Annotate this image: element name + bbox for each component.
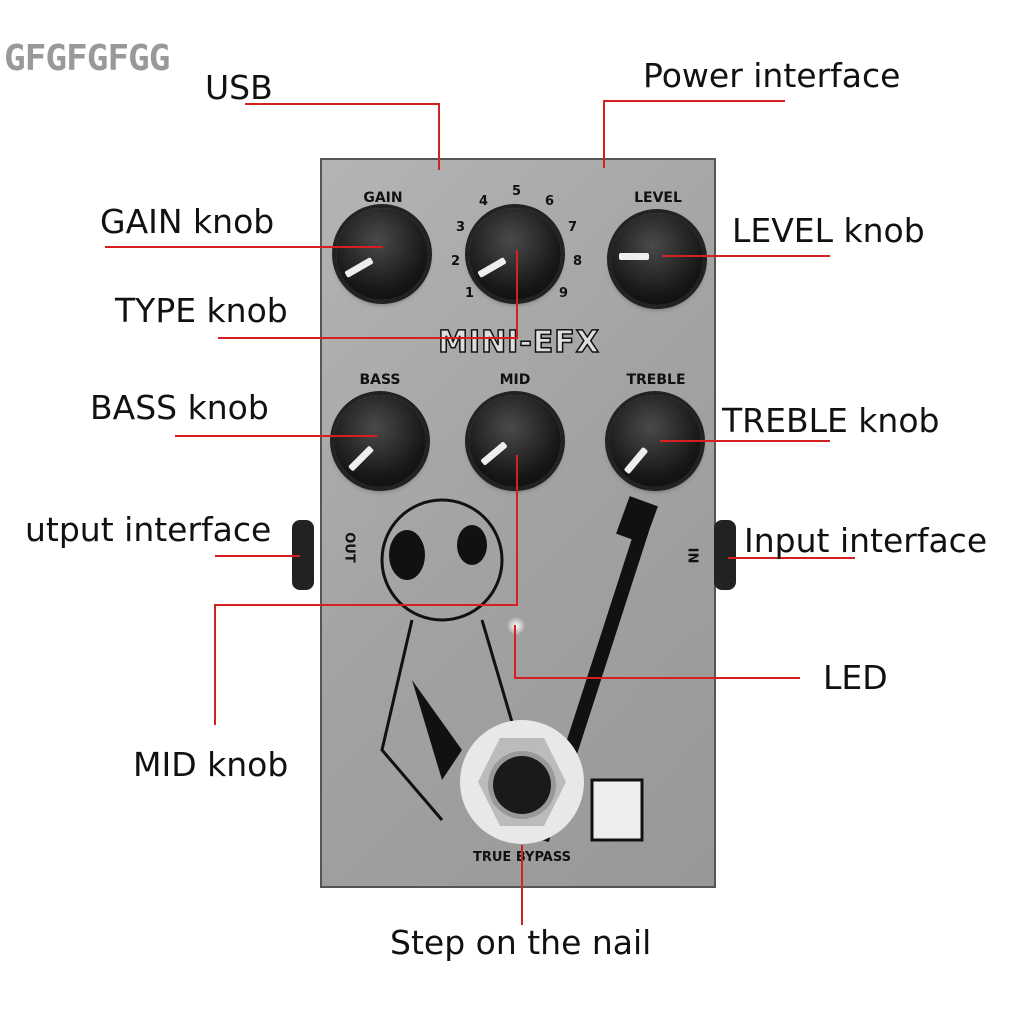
- leader-line: [660, 440, 830, 442]
- callout-level: LEVEL knob: [732, 211, 925, 250]
- gain-knob[interactable]: [336, 208, 428, 300]
- mid-label: MID: [499, 372, 531, 388]
- leader-line: [214, 604, 518, 606]
- leader-line: [218, 337, 518, 339]
- type-scale-mark: 2: [451, 254, 461, 269]
- callout-footswitch: Step on the nail: [390, 923, 652, 962]
- bass-label: BASS: [359, 372, 401, 388]
- treble-label: TREBLE: [626, 372, 686, 388]
- type-scale-mark: 4: [479, 194, 489, 209]
- callout-input: Input interface: [744, 521, 988, 560]
- leader-line: [662, 255, 830, 257]
- callout-power: Power interface: [643, 56, 901, 95]
- type-scale-mark: 8: [573, 254, 583, 269]
- type-scale-mark: 3: [456, 220, 466, 235]
- leader-line: [728, 557, 855, 559]
- type-knob[interactable]: [469, 208, 561, 300]
- leader-line: [214, 605, 216, 725]
- gain-label: GAIN: [363, 190, 403, 206]
- input-jack[interactable]: [714, 520, 736, 590]
- type-scale-mark: 9: [559, 286, 569, 301]
- footswitch[interactable]: [460, 720, 584, 844]
- callout-treble: TREBLE knob: [722, 401, 940, 440]
- callout-usb: USB: [205, 68, 273, 107]
- leader-line: [603, 100, 785, 102]
- callout-mid: MID knob: [133, 745, 289, 784]
- leader-line: [175, 435, 377, 437]
- callout-bass: BASS knob: [90, 388, 269, 427]
- in-label: IN: [684, 547, 700, 564]
- type-scale-mark: 6: [545, 194, 555, 209]
- mid-knob[interactable]: [469, 395, 561, 487]
- brand-logo: MINI-EFX: [437, 324, 600, 361]
- output-jack[interactable]: [292, 520, 314, 590]
- bass-knob[interactable]: [334, 395, 426, 487]
- level-knob[interactable]: [611, 213, 703, 305]
- leader-line: [105, 246, 383, 248]
- type-scale-mark: 7: [568, 220, 578, 235]
- level-label: LEVEL: [634, 190, 682, 206]
- out-label: OUT: [341, 532, 357, 563]
- leader-line: [245, 103, 440, 105]
- callout-output: utput interface: [25, 510, 272, 549]
- leader-line: [521, 845, 523, 925]
- type-scale-mark: 1: [465, 286, 475, 301]
- leader-line: [516, 455, 518, 605]
- led-indicator: [506, 616, 526, 636]
- callout-led: LED: [823, 658, 888, 697]
- leader-line: [514, 677, 800, 679]
- callout-gain: GAIN knob: [100, 202, 275, 241]
- leader-line: [438, 103, 440, 170]
- leader-line: [514, 625, 516, 679]
- callout-type: TYPE knob: [115, 291, 288, 330]
- leader-line: [603, 100, 605, 168]
- leader-line: [215, 555, 300, 557]
- watermark: GFGFGFGG: [4, 38, 170, 79]
- type-scale-mark: 5: [512, 184, 522, 199]
- leader-line: [516, 250, 518, 338]
